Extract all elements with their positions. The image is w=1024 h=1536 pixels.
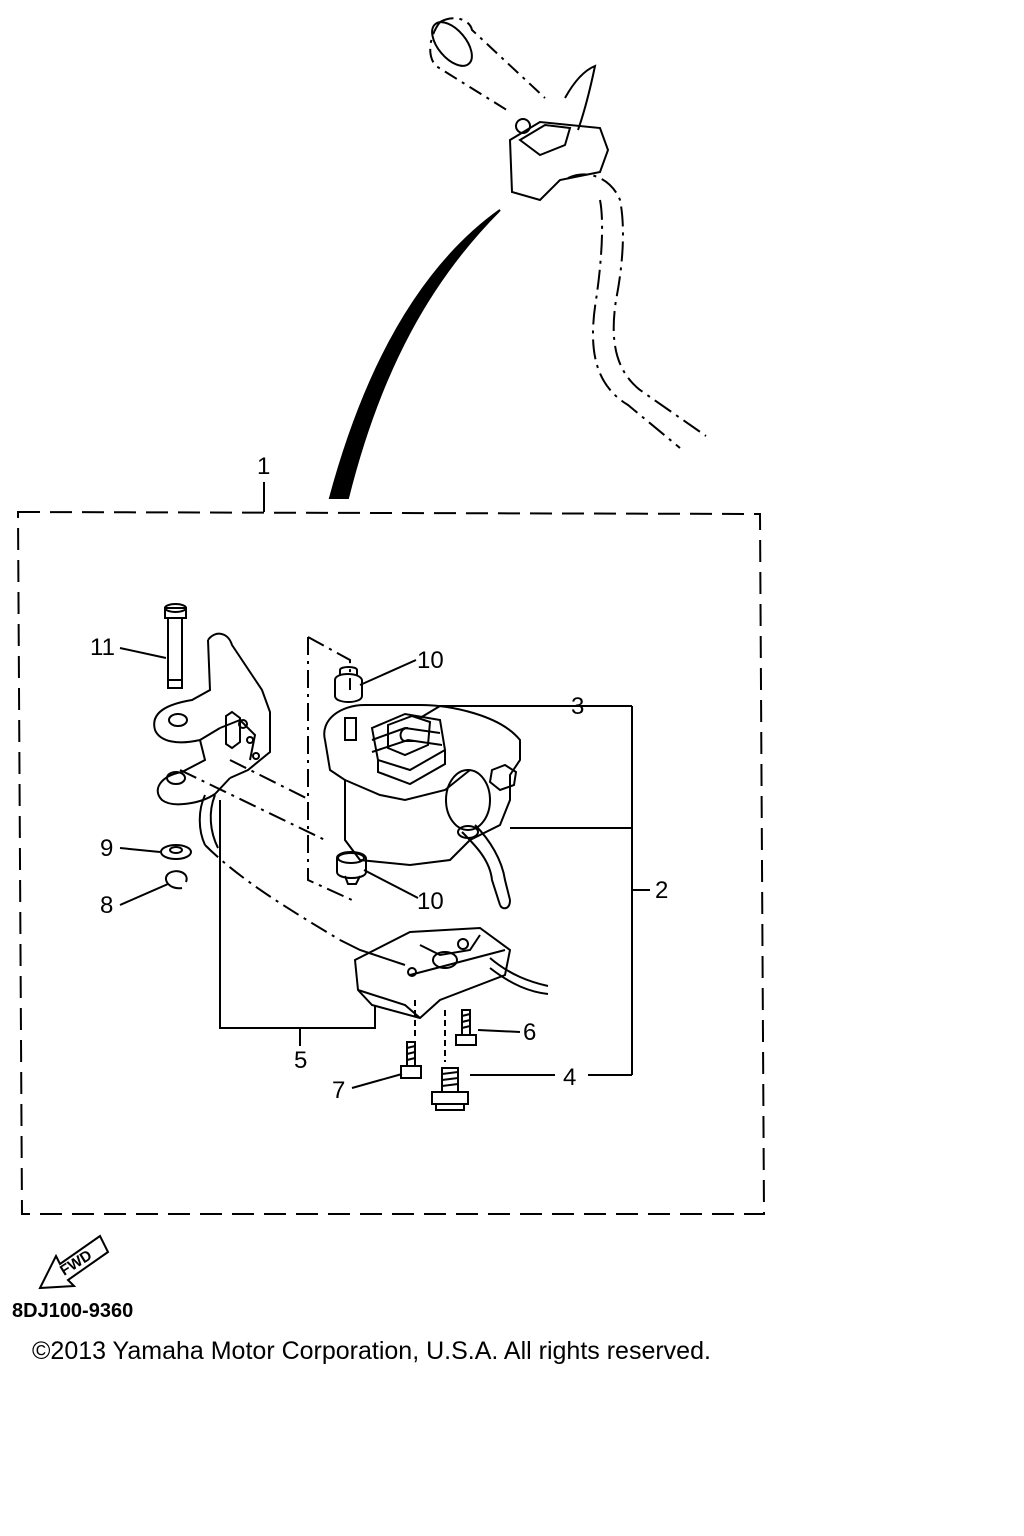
callout-6: 6 — [523, 1019, 536, 1046]
fwd-arrow-icon: FWD — [38, 1234, 110, 1290]
bolt-4 — [431, 1067, 632, 1111]
callout-1: 1 — [257, 453, 270, 480]
callout-2: 2 — [655, 877, 668, 904]
callout-7: 7 — [332, 1077, 345, 1104]
throttle-cable — [328, 209, 501, 499]
grommet-10-top — [334, 666, 363, 741]
callout-3: 3 — [571, 693, 584, 720]
assembly-outline-box — [16, 510, 766, 1215]
handlebar — [429, 17, 707, 449]
copyright-notice: ©2013 Yamaha Motor Corporation, U.S.A. A… — [32, 1337, 711, 1365]
callout-9: 9 — [100, 835, 113, 862]
callout-11: 11 — [90, 634, 115, 661]
washer-9 — [119, 844, 192, 860]
callout-10-top: 10 — [417, 647, 444, 674]
pin-11 — [119, 603, 187, 689]
callout-4: 4 — [563, 1064, 576, 1091]
circlip-8 — [119, 870, 188, 906]
throttle-bracket — [153, 632, 271, 806]
diagram-code: 8DJ100-9360 — [12, 1300, 134, 1322]
screw-7 — [351, 1041, 422, 1089]
callout-10-bottom: 10 — [417, 888, 444, 915]
callout-5: 5 — [294, 1047, 307, 1074]
callout-8: 8 — [100, 892, 113, 919]
grommet-10-bottom — [336, 851, 367, 885]
switch-housing — [323, 704, 521, 910]
screw-6 — [455, 1009, 521, 1046]
lower-switch — [339, 926, 549, 1020]
